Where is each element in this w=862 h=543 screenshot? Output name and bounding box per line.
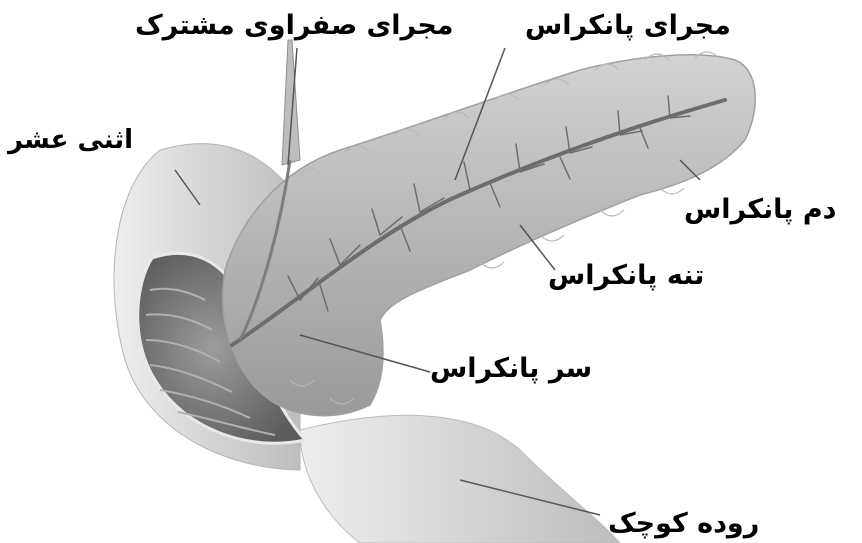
label-head-of-pancreas: سر پانکراس: [430, 355, 592, 382]
small-intestine-shape: [300, 415, 620, 543]
label-small-intestine: روده کوچک: [608, 510, 759, 537]
label-body-of-pancreas: تنه پانکراس: [548, 262, 704, 289]
label-duodenum: اثنی عشر: [8, 127, 133, 153]
label-tail-of-pancreas: دم پانکراس: [684, 196, 836, 223]
label-common-bile-duct: مجرای صفراوی مشترک: [135, 12, 454, 39]
common-bile-duct-shape: [282, 40, 300, 165]
label-pancreatic-duct: مجرای پانکراس: [525, 12, 731, 39]
